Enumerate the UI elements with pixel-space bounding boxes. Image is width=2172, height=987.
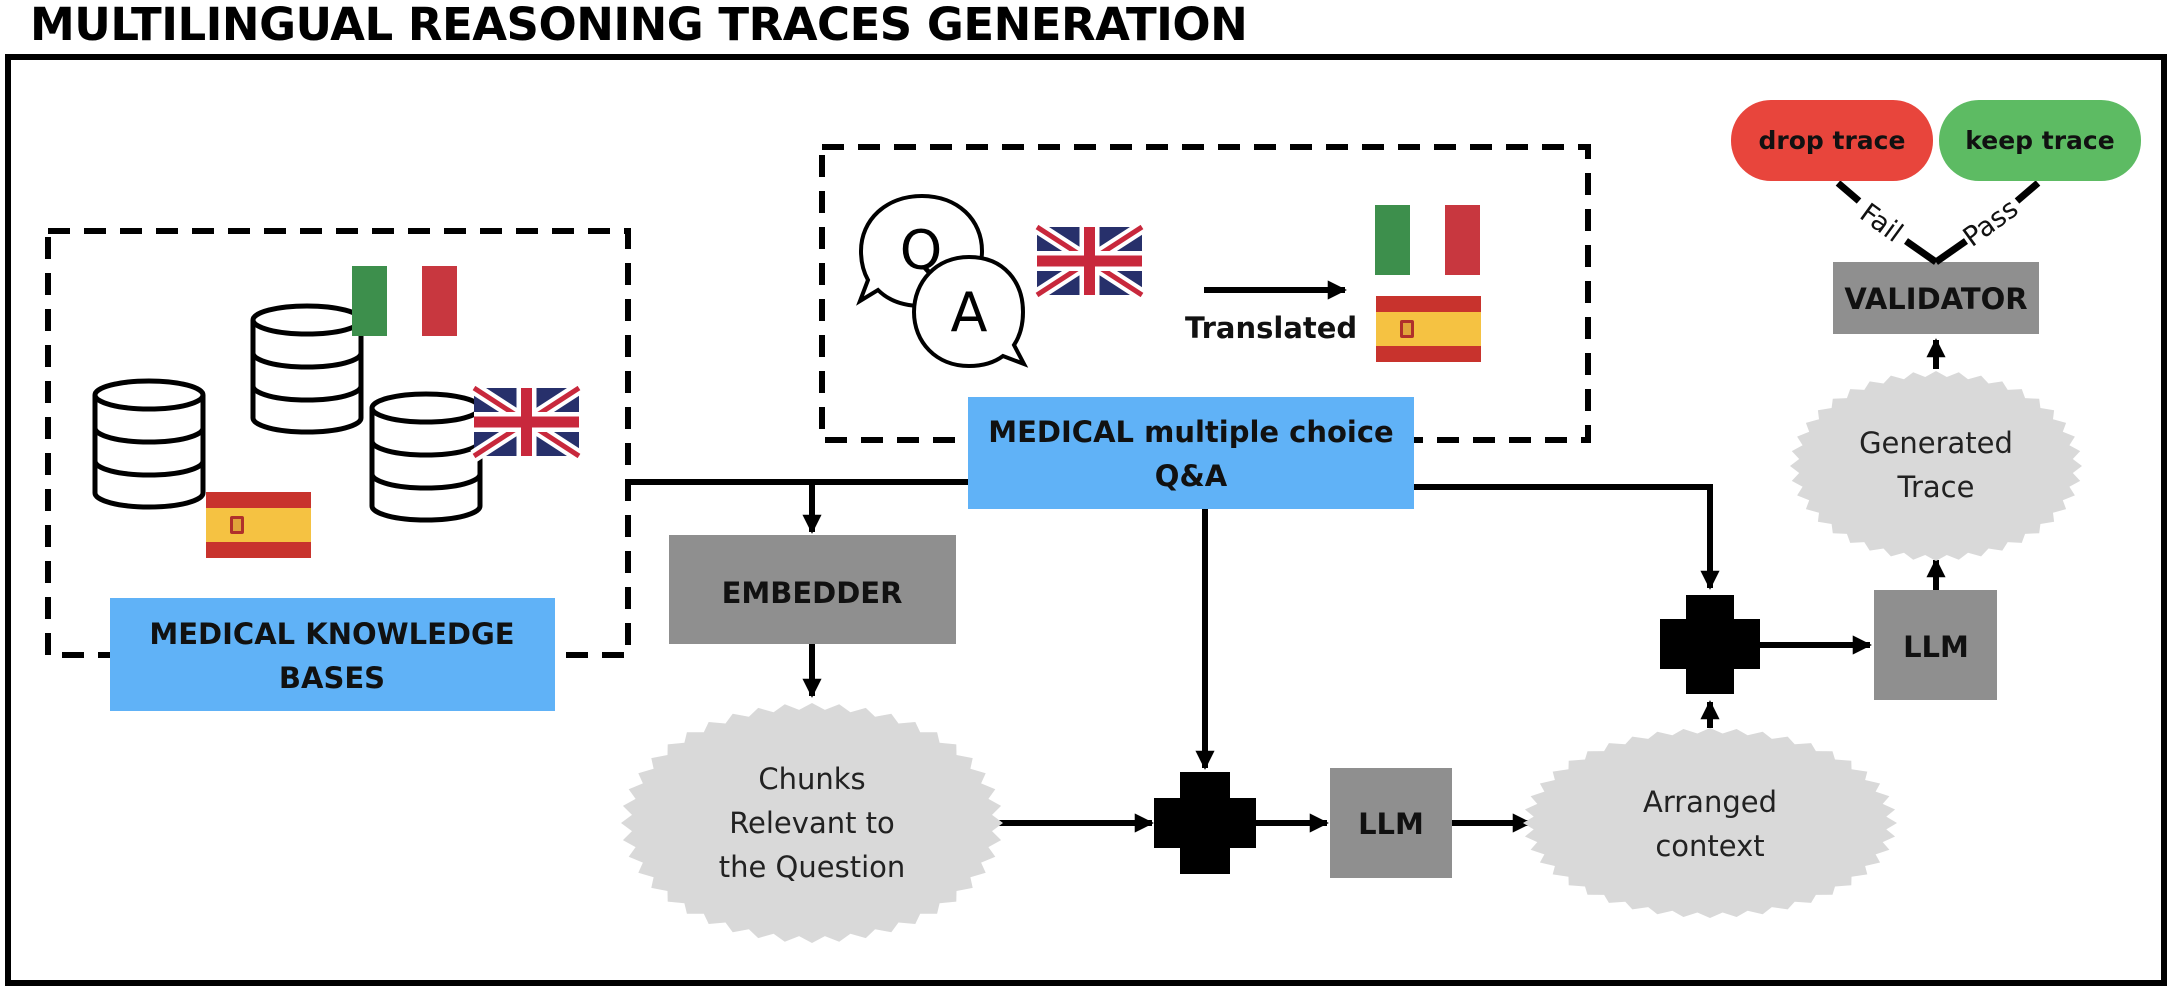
validator-box xyxy=(1833,262,2039,334)
arranged-context-label: Arranged xyxy=(1643,785,1777,819)
pass-edge-lower xyxy=(1933,238,1969,265)
fail-edge-lower xyxy=(1903,238,1939,265)
chunks-label-3: the Question xyxy=(719,850,906,884)
qa-chat-icon: Q A xyxy=(856,193,1029,369)
qa-label: MEDICAL multiple choice xyxy=(988,415,1393,449)
embedder-box xyxy=(669,535,956,644)
merge-plus-icon xyxy=(1154,772,1256,874)
qa-panel: Q A Translated MEDICAL multiple choice Q… xyxy=(819,144,1591,509)
uk-flag-icon xyxy=(474,388,579,456)
spain-flag-icon xyxy=(206,492,311,558)
merge-plus-icon xyxy=(1660,595,1760,694)
qa-label-2: Q&A xyxy=(1155,459,1228,493)
generated-trace-label-2: Trace xyxy=(1897,470,1975,504)
drop-trace-label: drop trace xyxy=(1759,126,1906,155)
database-icon xyxy=(95,306,480,520)
spain-flag-icon xyxy=(1376,296,1481,362)
outer-frame xyxy=(5,54,2167,986)
arranged-context-label-2: context xyxy=(1655,829,1764,863)
qa-box xyxy=(968,397,1414,509)
knowledge-bases-box xyxy=(110,598,555,711)
arranged-context-cloud-shape xyxy=(1523,728,1897,918)
generated-trace-label: Generated xyxy=(1859,426,2013,460)
fail-edge xyxy=(1835,180,1862,204)
svg-text:A: A xyxy=(951,281,988,344)
drop-trace-pill xyxy=(1731,100,1933,181)
validator-label: VALIDATOR xyxy=(1844,282,2027,316)
knowledge-bases-panel: MEDICAL KNOWLEDGE BASES xyxy=(45,228,631,711)
knowledge-bases-dashed-frame xyxy=(45,228,631,658)
keep-trace-label: keep trace xyxy=(1965,126,2114,155)
translated-label: Translated xyxy=(1185,311,1357,345)
connectors xyxy=(628,338,1946,833)
italy-flag-icon xyxy=(352,266,457,336)
llm-trace-label: LLM xyxy=(1903,630,1969,664)
keep-trace-pill xyxy=(1939,100,2141,181)
llm-trace-box xyxy=(1874,590,1997,700)
pass-label: Pass xyxy=(1958,193,2025,253)
uk-flag-icon xyxy=(1037,227,1142,295)
chunks-cloud-shape xyxy=(621,703,1003,943)
outcome-edges xyxy=(1835,180,2041,265)
embedder-label: EMBEDDER xyxy=(722,576,903,610)
pass-edge xyxy=(2014,180,2041,204)
llm-context-label: LLM xyxy=(1358,807,1424,841)
knowledge-bases-label-2: BASES xyxy=(279,661,385,695)
page-title: MULTILINGUAL REASONING TRACES GENERATION xyxy=(30,0,1248,51)
chunks-label-2: Relevant to xyxy=(729,806,895,840)
italy-flag-icon xyxy=(1375,205,1480,275)
llm-context-box xyxy=(1330,768,1452,878)
knowledge-bases-label: MEDICAL KNOWLEDGE xyxy=(149,617,514,651)
fail-label: Fail xyxy=(1854,198,1908,249)
arrow-qa-to-merge-2 xyxy=(1414,484,1720,590)
generated-trace-cloud-shape xyxy=(1790,371,2082,561)
chunks-label: Chunks xyxy=(758,762,865,796)
